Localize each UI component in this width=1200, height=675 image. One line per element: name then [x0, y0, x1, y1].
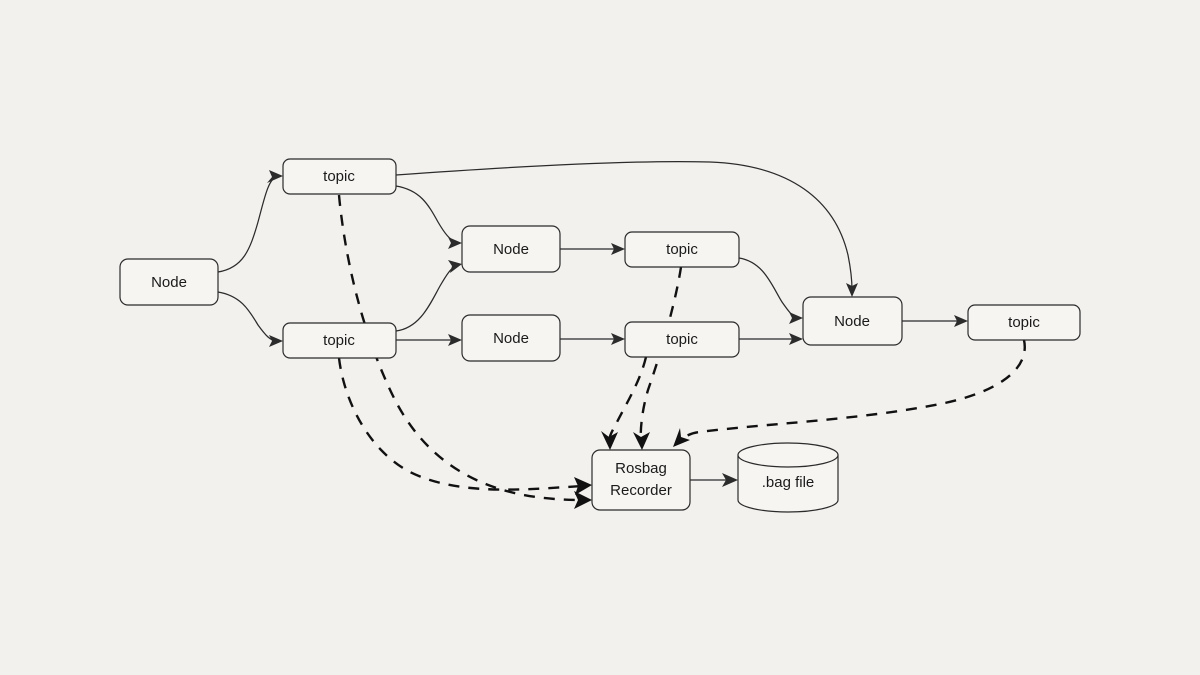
topic-right[interactable]: topic: [967, 304, 1081, 341]
topic-mid-bot-box[interactable]: [624, 321, 740, 358]
node-source[interactable]: Node: [119, 258, 219, 306]
rosbag-recorder-label-line2: Recorder: [610, 482, 672, 499]
topic-top-left[interactable]: topic: [282, 158, 397, 195]
topic-mid-top[interactable]: topic: [624, 231, 740, 268]
node-right-box[interactable]: [802, 296, 903, 346]
topic-top-left-label: topic: [323, 168, 355, 185]
node-right-label: Node: [834, 313, 870, 330]
node-mid-bot-label: Node: [493, 330, 529, 347]
edge-node-mid-top-to-topic-mid-top: [560, 243, 625, 255]
topic-bot-left[interactable]: topic: [282, 322, 397, 359]
node-source-box[interactable]: [119, 258, 219, 306]
node-mid-top-label: Node: [493, 241, 529, 258]
rosbag-recorder-label-line1: Rosbag: [615, 460, 667, 477]
edge-dashed-topic-top-left-to-rosbag: [337, 194, 592, 509]
bag-file-cylinder-body[interactable]: [737, 454, 839, 513]
node-mid-top-box[interactable]: [461, 225, 561, 273]
node-mid-top[interactable]: Node: [461, 225, 561, 273]
edge-topic-mid-top-to-node-right: [738, 257, 803, 324]
node-mid-bot-box[interactable]: [461, 314, 561, 362]
edge-topic-bot-left-to-node-mid-bot: [396, 334, 462, 346]
edge-dashed-topic-bot-left-to-rosbag: [337, 357, 592, 495]
bag-file-cylinder-top: [737, 442, 839, 468]
edge-dashed-topic-mid-bot-to-rosbag: [601, 356, 648, 450]
edge-node-source-to-topic-top-left: [217, 170, 283, 273]
bag-file[interactable]: .bag file: [737, 442, 839, 513]
edge-rosbag-recorder-to-bag-file: [690, 473, 738, 487]
topic-right-box[interactable]: [967, 304, 1081, 341]
rosbag-recorder-box[interactable]: [591, 449, 691, 511]
edge-node-source-to-topic-bot-left: [217, 291, 283, 347]
solid-edges-layer: [217, 160, 968, 487]
edge-topic-mid-bot-to-node-right: [739, 333, 803, 345]
topic-bot-left-box[interactable]: [282, 322, 397, 359]
rosbag-recorder[interactable]: Rosbag Recorder: [591, 449, 691, 511]
topic-mid-bot[interactable]: topic: [624, 321, 740, 358]
node-source-label: Node: [151, 274, 187, 291]
topic-bot-left-label: topic: [323, 332, 355, 349]
edge-dashed-topic-mid-top-to-rosbag: [633, 266, 683, 450]
topic-mid-top-label: topic: [666, 241, 698, 258]
topic-top-left-box[interactable]: [282, 158, 397, 195]
edge-dashed-topic-right-to-rosbag: [673, 339, 1026, 447]
topic-mid-bot-label: topic: [666, 331, 698, 348]
bag-file-label: .bag file: [762, 474, 815, 491]
topic-mid-top-box[interactable]: [624, 231, 740, 268]
edge-topic-top-left-to-node-mid-top: [395, 185, 462, 249]
node-mid-bot[interactable]: Node: [461, 314, 561, 362]
nodes-layer: Node topic topic Node Node topic topic: [119, 158, 1081, 513]
edge-node-right-to-topic-right: [902, 315, 968, 327]
node-right[interactable]: Node: [802, 296, 903, 346]
edge-node-mid-bot-to-topic-mid-bot: [560, 333, 625, 345]
edge-topic-top-left-to-node-right: [395, 160, 858, 297]
dashed-edges-layer: [337, 194, 1026, 509]
topic-right-label: topic: [1008, 314, 1040, 331]
edge-topic-bot-left-to-node-mid-top: [395, 260, 462, 332]
